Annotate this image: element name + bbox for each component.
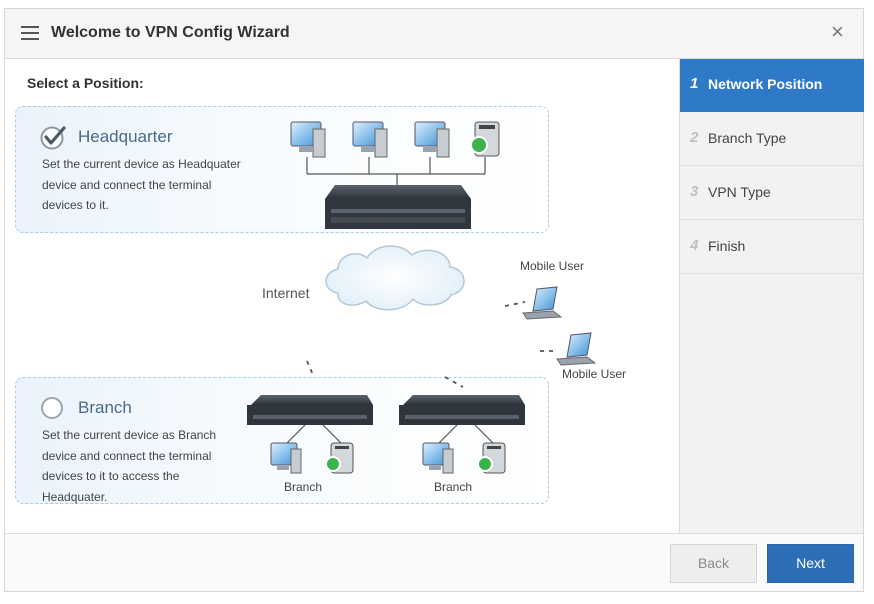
unchecked-radio-icon[interactable] [41,397,63,419]
step-label: Finish [708,238,746,254]
mobile-user-2-label: Mobile User [562,367,627,381]
step-number: 1 [690,75,699,92]
step-number: 3 [690,183,699,200]
internet-cloud-icon [325,245,465,311]
checked-radio-icon[interactable] [40,125,66,151]
dialog-title: Welcome to VPN Config Wizard [51,24,290,41]
step-number: 2 [690,129,699,146]
step-label: Branch Type [708,130,787,146]
back-button[interactable]: Back [670,544,757,583]
main-content: Select a Position: Headquarter Set the c… [5,59,679,533]
headquarter-description: Set the current device as Headquater dev… [42,157,241,212]
step-label: Network Position [708,76,823,92]
mobile-user-laptop-1-icon [522,286,563,320]
step-branch-type[interactable]: 2 Branch Type [680,113,864,166]
step-vpn-type[interactable]: 3 VPN Type [680,167,864,220]
internet-links [306,301,557,388]
step-number: 4 [690,237,699,254]
headquarter-label: Headquarter [78,127,173,146]
hamburger-menu-icon[interactable] [21,26,39,40]
next-button[interactable]: Next [767,544,854,583]
headquarter-option[interactable]: Headquarter Set the current device as He… [15,106,549,233]
branch-description: Set the current device as Branch device … [42,428,217,504]
mobile-user-1-label: Mobile User [520,259,585,273]
branch-2-label: Branch [434,480,473,494]
step-finish[interactable]: 4 Finish [680,221,864,274]
close-icon[interactable]: × [831,19,844,44]
wizard-steps-sidebar: 1 Network Position 2 Branch Type 3 VPN T… [679,59,864,533]
branch-1-label: Branch [284,480,323,494]
branch-label: Branch [78,398,132,417]
dialog-footer: Back Next [5,533,863,591]
vpn-config-wizard-dialog: Welcome to VPN Config Wizard × Select a … [4,8,864,592]
internet-label: Internet [262,285,310,301]
mobile-user-laptop-2-icon [556,332,597,366]
step-network-position[interactable]: 1 Network Position [680,59,864,112]
step-label: VPN Type [708,184,771,200]
section-title: Select a Position: [27,75,144,91]
title-bar: Welcome to VPN Config Wizard × [5,9,863,59]
